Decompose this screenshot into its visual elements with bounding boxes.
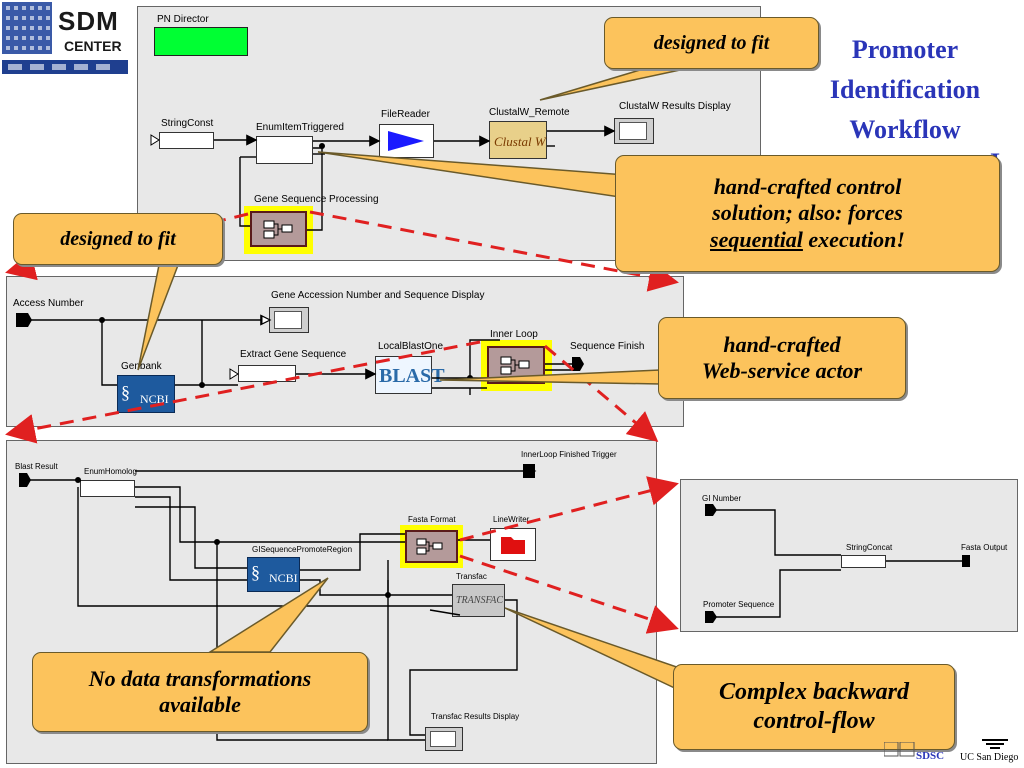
file-reader-label: FileReader: [381, 109, 430, 120]
extract-label: Extract Gene Sequence: [240, 349, 347, 360]
gi-dna-icon: §: [251, 562, 260, 582]
logo-center-text: CENTER: [64, 38, 122, 54]
local-blast-label: LocalBlastOne: [378, 341, 444, 352]
inner-loop-label: Inner Loop: [490, 329, 538, 340]
composite-icon: [500, 356, 530, 375]
footer-logos: SDSC UC San Diego: [884, 738, 1024, 766]
callout-ws-line-2: Web-service actor: [701, 358, 863, 383]
clustal-remote-actor[interactable]: Clustal W: [489, 121, 547, 159]
access-number-label: Access Number: [13, 298, 84, 309]
logo-grid-icon: [2, 2, 128, 74]
callout-ctrl-line-2: solution; also: forces: [712, 200, 903, 226]
genbank-actor[interactable]: § NCBI: [117, 375, 175, 413]
slide-title: Promoter Identification Workflow: [800, 30, 1010, 150]
folder-icon: [501, 537, 525, 554]
gi-promote-label: GISequencePromoteRegion: [252, 545, 353, 554]
extract-actor[interactable]: [238, 365, 296, 382]
sdm-logo: SDM CENTER: [0, 0, 130, 78]
gi-promote-actor[interactable]: § NCBI: [247, 557, 300, 592]
inner-trigger-label: InnerLoop Finished Trigger: [521, 450, 617, 459]
transfac-display-label: Transfac Results Display: [431, 712, 520, 721]
line-writer-label: LineWriter: [493, 515, 530, 524]
gene-seq-proc-actor[interactable]: [250, 211, 307, 247]
local-blast-actor[interactable]: BLAST: [375, 356, 445, 394]
blast-result-label: Blast Result: [15, 462, 58, 471]
title-line-3: Workflow: [849, 115, 961, 144]
logo-sdm-text: SDM: [58, 6, 119, 36]
enum-homolog-label: EnumHomolog: [84, 467, 137, 476]
callout-nt-line-1: No data transformations: [88, 665, 312, 691]
footer-ucsd: UC San Diego: [960, 752, 1019, 763]
fasta-format-actor[interactable]: [405, 530, 458, 563]
callout-cb-line-2: control-flow: [753, 708, 875, 734]
promoter-seq-label: Promoter Sequence: [703, 600, 775, 609]
string-concat-label: StringConcat: [846, 543, 893, 552]
file-reader-actor[interactable]: [379, 124, 434, 158]
composite-icon: [416, 538, 443, 555]
sdsc-grid-icon: [884, 742, 915, 757]
callout-no-data-transformations: No data transformations available: [32, 652, 368, 732]
callout-complex-backward: Complex backward control-flow: [673, 664, 955, 750]
fasta-output-label: Fasta Output: [961, 543, 1008, 552]
transfac-display-actor[interactable]: [425, 727, 463, 751]
title-line-1: Promoter: [851, 35, 959, 64]
title-line-2: Identification: [829, 75, 981, 104]
seq-finished-label: Sequence Finish: [570, 341, 645, 352]
callout-ctrl-line-1: hand-crafted control: [713, 173, 902, 199]
string-concat-actor[interactable]: [841, 555, 886, 568]
clustal-remote-label: ClustalW_Remote: [489, 107, 570, 118]
genbank-label: Genbank: [121, 361, 162, 372]
callout-designed-to-fit-left: designed to fit: [13, 213, 223, 265]
callout-ws-line-1: hand-crafted: [723, 331, 841, 357]
callout-cb-line-1: Complex backward: [719, 679, 909, 706]
transfac-label: Transfac: [456, 572, 487, 581]
transfac-text: TRANSFAC: [456, 595, 504, 606]
clustal-text: Clustal W: [494, 134, 546, 149]
clustal-display-actor[interactable]: [614, 118, 654, 144]
gi-ncbi-text: NCBI: [269, 571, 298, 585]
enum-homolog-actor[interactable]: [80, 480, 135, 497]
gene-acc-display-actor[interactable]: [269, 307, 309, 333]
composite-icon: [263, 220, 293, 239]
string-const-label: StringConst: [161, 118, 214, 129]
file-reader-icon: [388, 131, 424, 151]
transfac-actor[interactable]: TRANSFAC: [452, 584, 505, 617]
ucsd-logo-icon: [982, 739, 1008, 749]
enum-item-label: EnumItemTriggered: [256, 122, 344, 133]
pn-director[interactable]: [154, 27, 248, 56]
callout-webservice-actor: hand-crafted Web-service actor: [658, 317, 906, 399]
blast-text: BLAST: [379, 365, 445, 387]
gene-seq-proc-label: Gene Sequence Processing: [254, 194, 379, 205]
genbank-ncbi-text: NCBI: [140, 392, 169, 406]
string-const-actor[interactable]: [159, 132, 214, 149]
callout-ctrl-line-3: sequential execution!: [710, 227, 905, 253]
gi-number-label: GI Number: [702, 494, 742, 503]
clustal-display-label: ClustalW Results Display: [619, 101, 731, 112]
enum-item-actor[interactable]: [256, 136, 313, 164]
callout-fit-1-text: designed to fit: [653, 32, 770, 54]
callout-nt-line-2: available: [159, 692, 241, 717]
genbank-dna-icon: §: [121, 382, 130, 402]
callout-ctrl-sequential: sequential: [710, 226, 803, 252]
callout-ctrl-execution: execution!: [802, 226, 905, 252]
gene-acc-display-label: Gene Accession Number and Sequence Displ…: [271, 290, 485, 301]
footer-sdsc: SDSC: [916, 750, 945, 762]
callout-fit-2-text: designed to fit: [60, 228, 176, 250]
pn-director-label: PN Director: [157, 14, 209, 25]
callout-designed-to-fit-top: designed to fit: [604, 17, 819, 69]
inner-loop-actor[interactable]: [487, 346, 545, 384]
callout-handcrafted-control: hand-crafted control solution; also: for…: [615, 155, 1000, 272]
line-writer-actor[interactable]: [490, 528, 536, 561]
fasta-format-label: Fasta Format: [408, 515, 456, 524]
